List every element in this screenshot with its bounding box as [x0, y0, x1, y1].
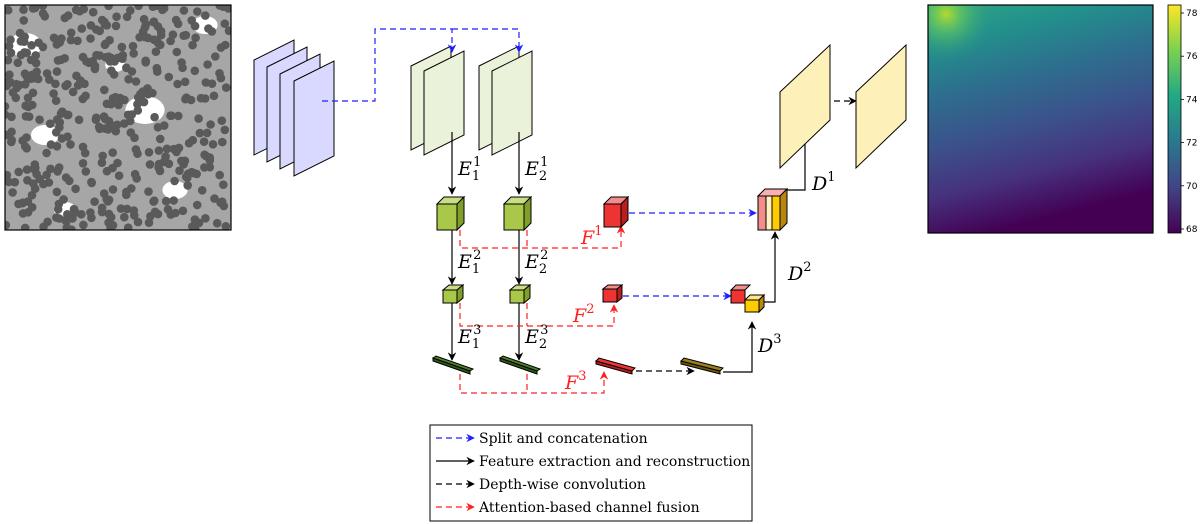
colorbar-tick: 76 — [1186, 52, 1198, 62]
encoder-block-2 — [441, 283, 532, 305]
colorbar-tick: 74 — [1186, 95, 1198, 105]
fusion-block-1 — [602, 195, 630, 229]
label-e12: E12 — [457, 248, 481, 277]
decoder-block-1 — [756, 187, 789, 232]
label-f1: F1 — [580, 224, 602, 249]
encoder-inputs — [410, 45, 533, 156]
legend-label: Feature extraction and reconstruction — [479, 454, 750, 470]
depthwise-arrows — [636, 96, 857, 376]
label-e11: E11 — [457, 155, 481, 184]
encoder-block-1 — [435, 195, 533, 232]
microstructure-image — [4, 4, 232, 231]
legend-label: Depth-wise convolution — [479, 477, 646, 493]
attention-fusion-arrows — [459, 225, 626, 394]
prediction-heatmap — [927, 4, 1154, 234]
label-d2: D2 — [787, 260, 812, 285]
fusion-block-2 — [601, 283, 624, 304]
fusion-block-3 — [595, 357, 636, 375]
legend-label: Attention-based channel fusion — [478, 500, 700, 516]
input-channels — [253, 39, 335, 177]
decoder-block-2 — [729, 284, 766, 314]
encoder-block-3 — [431, 355, 542, 375]
colorbar-tick: 72 — [1186, 139, 1197, 149]
colorbar-tick: 68 — [1186, 225, 1198, 235]
label-e13: E13 — [457, 323, 481, 352]
label-d3: D3 — [757, 332, 782, 357]
decoder-outputs — [779, 43, 907, 170]
label-f2: F2 — [572, 302, 594, 327]
colorbar: 78 76 74 72 70 68 — [1167, 4, 1198, 235]
colorbar-tick: 70 — [1186, 182, 1198, 192]
feature-extraction-arrows — [447, 132, 810, 373]
legend-label: Split and concatenation — [479, 431, 648, 447]
depthwise-block — [680, 357, 724, 375]
label-e23: E23 — [524, 323, 548, 352]
labels: E11 E21 E12 E22 E13 E23 F1 F2 F3 D1 D2 D… — [457, 155, 836, 394]
colorbar-tick: 78 — [1186, 9, 1198, 19]
label-f3: F3 — [564, 369, 586, 394]
split-arrows — [322, 28, 524, 102]
label-e21: E21 — [524, 155, 548, 184]
concat-arrows — [623, 208, 757, 301]
label-d1: D1 — [811, 170, 836, 195]
label-e22: E22 — [524, 248, 548, 277]
